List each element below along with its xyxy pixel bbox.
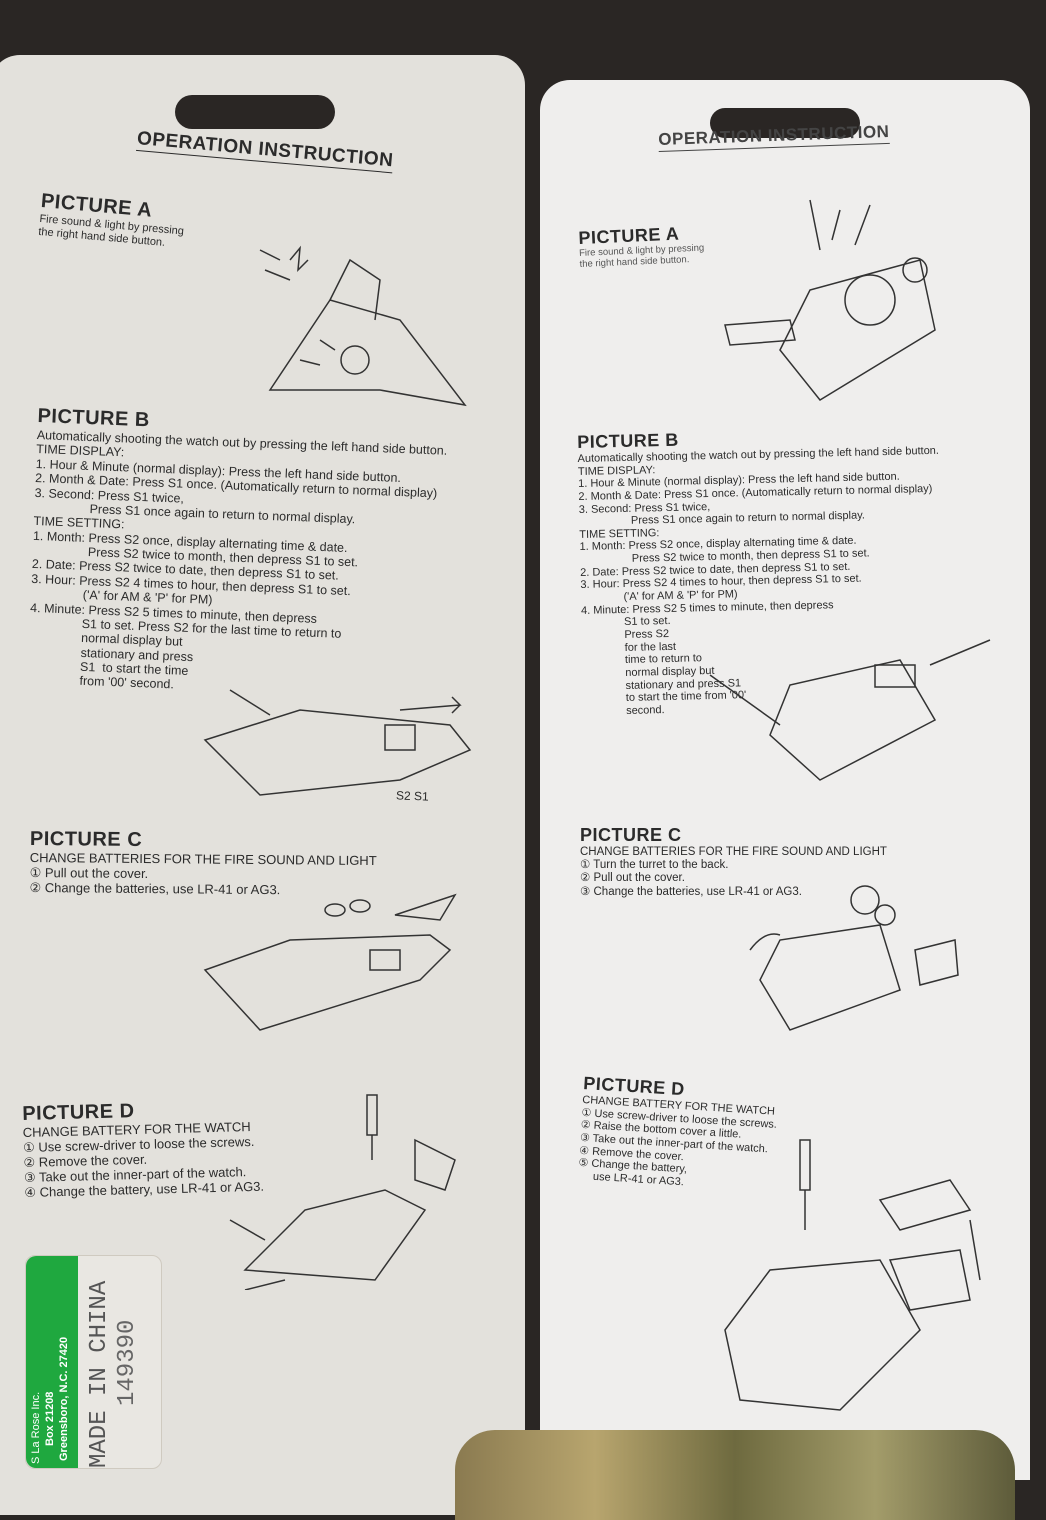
left-picture-c: PICTURE C CHANGE BATTERIES FOR THE FIRE … — [29, 828, 377, 899]
tank-battery-illustration — [749, 885, 959, 1031]
company-box: Box 21208 — [44, 1391, 56, 1446]
hang-hole — [175, 95, 335, 129]
jet-fire-illustration — [259, 245, 467, 407]
jet-watch-illustration — [203, 689, 472, 796]
jet-battery-illustration — [203, 893, 457, 1031]
instruction-line: CHANGE BATTERIES FOR THE FIRE SOUND AND … — [580, 846, 887, 858]
right-picture-c: PICTURE C CHANGE BATTERIES FOR THE FIRE … — [580, 825, 887, 899]
left-picture-b: PICTURE B Automatically shooting the wat… — [27, 405, 448, 702]
instruction-lines: Automatically shooting the watch out by … — [27, 428, 448, 702]
right-picture-a: PICTURE A Fire sound & light by pressing… — [578, 223, 705, 271]
tank-watch-battery-illustration — [724, 1139, 981, 1411]
right-instruction-card — [540, 80, 1030, 1480]
company-label: S La Rose Inc. Box 21208 Greensboro, N.C… — [26, 1256, 78, 1468]
instruction-line: ① Turn the turret to the back. — [580, 859, 729, 872]
section-title: PICTURE C — [580, 825, 682, 845]
hang-hole — [710, 108, 860, 138]
company-city: Greensboro, N.C. 27420 — [58, 1336, 70, 1461]
camo-toy — [455, 1430, 1015, 1520]
tank-fire-illustration — [724, 199, 936, 401]
instruction-lines: CHANGE BATTERIES FOR THE FIRE SOUND AND … — [580, 846, 887, 899]
product-code: 149390 — [114, 1319, 141, 1406]
company-name: S La Rose Inc. — [30, 1391, 42, 1464]
origin-text: MADE IN CHINA — [86, 1280, 113, 1468]
instruction-line: ② Pull out the cover. — [580, 872, 685, 885]
instruction-line: ③ Change the batteries, use LR-41 or AG3… — [580, 885, 802, 898]
jet-watch-battery-illustration — [229, 1094, 456, 1290]
tank-watch-illustration — [709, 639, 991, 781]
made-in-china-sticker: S La Rose Inc. Box 21208 Greensboro, N.C… — [25, 1255, 162, 1469]
